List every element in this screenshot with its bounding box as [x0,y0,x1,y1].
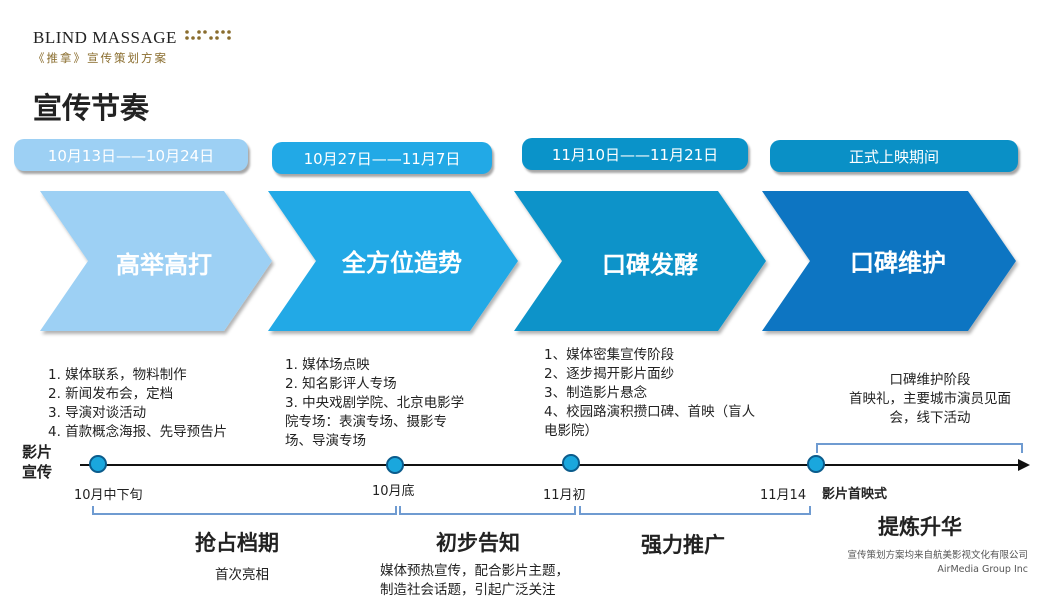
timeline-point-label-3: 11月初 [543,488,586,503]
list-item: 1. 媒体场点映 [285,357,370,373]
timeline-point-label-4: 11月14 [760,488,807,503]
list-item: 场、导演专场 [285,433,366,449]
list-item: 2. 知名影评人专场 [285,376,397,392]
list-item: 3、制造影片悬念 [544,385,648,401]
list-item: 4. 首款概念海报、先导预告片 [48,424,228,440]
phase-desc-1: 首次亮相 [215,567,269,583]
list-item: 2. 新闻发布会，定档 [48,386,174,402]
phase-bracket-3 [579,506,811,515]
timeline-point-2 [386,456,404,474]
list-item: 电影院） [544,423,598,439]
timeline-point-1 [89,455,107,473]
stage-details-1: 1. 媒体联系，物料制作 2. 新闻发布会，定档 3. 导演对谈活动 4. 首款… [48,366,278,442]
premiere-label: 影片首映式 [822,487,888,502]
stage-details-3: 1、媒体密集宣传阶段 2、逐步揭开影片面纱 3、制造影片悬念 4、校园路演积攒口… [544,346,809,441]
list-item: 3. 导演对谈活动 [48,405,147,421]
list-item: 1、媒体密集宣传阶段 [544,347,675,363]
stage-name-1: 高举高打 [116,251,212,279]
phase-name-4: 提炼升华 [878,515,962,539]
timeline-arrowhead [1018,459,1030,471]
stage-date-pill-4: 正式上映期间 [770,140,1018,172]
timeline-point-3 [562,454,580,472]
brand-subtitle: 《推拿》宣传策划方案 [33,51,168,65]
list-item: 院专场：表演专场、摄影专 [285,414,447,430]
stage-date-pill-1: 10月13日——10月24日 [14,139,248,171]
stage-name-3: 口碑发酵 [602,251,698,279]
braille-dots-logo [185,30,231,40]
list-item: 首映礼，主要城市演员见面 [849,391,1011,407]
timeline-point-4 [807,455,825,473]
phase-name-2: 初步告知 [436,531,520,555]
phase-bracket-2 [399,506,576,515]
stage-arrow-1 [40,191,272,331]
stage-details-4: 口碑维护阶段 首映礼，主要城市演员见面 会，线下活动 [820,371,1040,428]
list-item: 口碑维护阶段 [889,372,971,388]
timeline-label: 影片 宣传 [22,443,53,481]
brand-name: BLIND MASSAGE [33,28,177,47]
timeline-point-label-2: 10月底 [372,484,415,499]
phase-name-3: 强力推广 [641,533,725,557]
list-item: 1. 媒体联系，物料制作 [48,367,187,383]
maintenance-bracket [816,443,1023,453]
stage-name-4: 口碑维护 [850,249,946,277]
stage-arrow-4 [762,191,1016,331]
stage-name-2: 全方位造势 [342,249,462,277]
page-title: 宣传节奏 [33,91,150,125]
list-item: 2、逐步揭开影片面纱 [544,366,675,382]
timeline-point-label-1: 10月中下旬 [74,488,143,503]
list-item: 4、校园路演积攒口碑、首映（盲人 [544,404,756,420]
stage-arrow-3 [514,191,766,331]
list-item: 会，线下活动 [889,410,971,426]
stage-details-2: 1. 媒体场点映 2. 知名影评人专场 3. 中央戏剧学院、北京电影学 院专场：… [285,356,510,451]
stage-date-pill-2: 10月27日——11月7日 [272,142,492,174]
stage-date-pill-3: 11月10日——11月21日 [522,138,748,170]
stage-arrow-2 [268,191,518,331]
company-credit: 宣传策划方案均来自航美影视文化有限公司 AirMedia Group Inc [847,550,1028,575]
phase-name-1: 抢占档期 [195,531,279,555]
phase-desc-2: 媒体预热宣传，配合影片主题， 制造社会话题，引起广泛关注 [380,563,569,598]
phase-bracket-1 [92,506,397,515]
list-item: 3. 中央戏剧学院、北京电影学 [285,395,465,411]
